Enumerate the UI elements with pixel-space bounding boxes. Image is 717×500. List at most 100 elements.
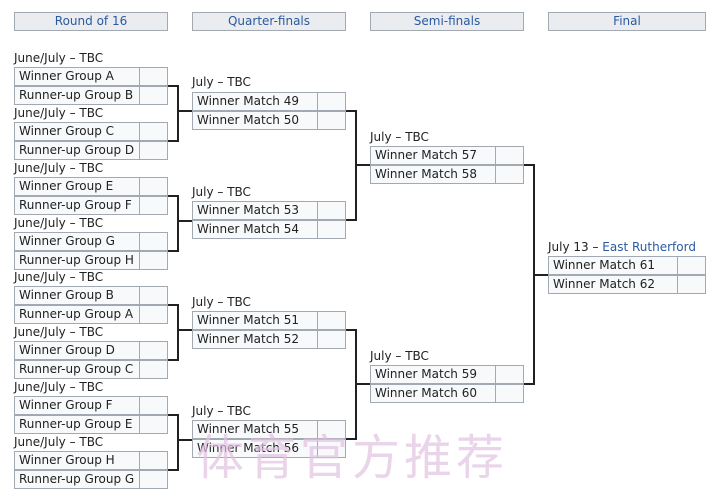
team-row: Winner Match 62	[548, 275, 706, 294]
team-row: Winner Group F	[14, 396, 168, 415]
team-name: Runner-up Group G	[19, 472, 135, 486]
team-row: Runner-up Group G	[14, 470, 168, 489]
score-cell	[495, 147, 523, 164]
match-date: June/July – TBC	[14, 325, 104, 339]
score-cell	[495, 166, 523, 183]
team-row: Winner Match 51	[192, 311, 346, 330]
score-cell	[139, 123, 167, 140]
match-date: July – TBC	[192, 75, 251, 89]
score-cell	[317, 93, 345, 110]
team-name: Winner Match 57	[375, 148, 477, 162]
team-row: Runner-up Group E	[14, 415, 168, 434]
team-row: Runner-up Group C	[14, 360, 168, 379]
team-name: Winner Match 59	[375, 367, 477, 381]
team-name: Winner Group H	[19, 453, 115, 467]
team-name: Winner Match 61	[553, 258, 655, 272]
round-header-round-of-16: Round of 16	[14, 12, 168, 31]
team-name: Runner-up Group F	[19, 198, 132, 212]
team-row: Winner Match 54	[192, 220, 346, 239]
team-name: Winner Group E	[19, 179, 114, 193]
match-date: June/July – TBC	[14, 161, 104, 175]
team-row: Winner Match 50	[192, 111, 346, 130]
team-name: Winner Match 52	[197, 332, 299, 346]
match-date: June/July – TBC	[14, 270, 104, 284]
team-row: Winner Group D	[14, 341, 168, 360]
team-row: Winner Group C	[14, 122, 168, 141]
score-cell	[139, 233, 167, 250]
team-name: Runner-up Group B	[19, 88, 134, 102]
match-date: June/July – TBC	[14, 106, 104, 120]
connector-r16-7-8	[168, 414, 192, 471]
match-date: June/July – TBC	[14, 435, 104, 449]
score-cell	[317, 221, 345, 238]
round-header-final: Final	[548, 12, 706, 31]
score-cell	[677, 257, 705, 274]
team-name: Runner-up Group E	[19, 417, 133, 431]
team-row: Winner Group A	[14, 67, 168, 86]
round-header-semi-finals: Semi-finals	[370, 12, 524, 31]
score-cell	[317, 331, 345, 348]
team-row: Winner Match 61	[548, 256, 706, 275]
match-date: June/July – TBC	[14, 51, 104, 65]
match-date: July – TBC	[192, 404, 251, 418]
score-cell	[317, 421, 345, 438]
team-name: Winner Match 56	[197, 441, 299, 455]
team-name: Winner Match 53	[197, 203, 299, 217]
score-cell	[317, 440, 345, 457]
team-row: Runner-up Group H	[14, 251, 168, 270]
score-cell	[139, 452, 167, 469]
team-name: Winner Match 49	[197, 94, 299, 108]
team-row: Winner Match 58	[370, 165, 524, 184]
team-name: Runner-up Group H	[19, 253, 134, 267]
team-row: Winner Group B	[14, 286, 168, 305]
team-name: Winner Group A	[19, 69, 114, 83]
match-date: July – TBC	[192, 185, 251, 199]
team-row: Winner Match 49	[192, 92, 346, 111]
round-header-quarter-finals: Quarter-finals	[192, 12, 346, 31]
connector-qf-1-2	[346, 110, 370, 221]
team-row: Winner Match 52	[192, 330, 346, 349]
score-cell	[317, 312, 345, 329]
score-cell	[495, 385, 523, 402]
match-date: June/July – TBC	[14, 380, 104, 394]
team-name: Winner Match 54	[197, 222, 299, 236]
team-name: Runner-up Group C	[19, 362, 134, 376]
score-cell	[317, 202, 345, 219]
venue-link[interactable]: East Rutherford	[602, 240, 696, 254]
score-cell	[139, 68, 167, 85]
team-name: Winner Match 55	[197, 422, 299, 436]
score-cell	[677, 276, 705, 293]
score-cell	[139, 397, 167, 414]
team-name: Winner Match 51	[197, 313, 299, 327]
connector-sf-1-2	[524, 164, 548, 385]
watermark-text: 体育官方推荐	[196, 430, 509, 486]
score-cell	[139, 142, 167, 159]
score-cell	[139, 471, 167, 488]
connector-qf-3-4	[346, 329, 370, 440]
team-name: Winner Group F	[19, 398, 113, 412]
score-cell	[139, 178, 167, 195]
team-name: Winner Match 60	[375, 386, 477, 400]
final-date: July 13 –	[548, 240, 603, 254]
connector-r16-1-2	[168, 85, 192, 142]
score-cell	[139, 361, 167, 378]
score-cell	[139, 252, 167, 269]
team-row: Winner Match 59	[370, 365, 524, 384]
team-row: Winner Match 55	[192, 420, 346, 439]
team-row: Winner Match 56	[192, 439, 346, 458]
team-name: Winner Group D	[19, 343, 115, 357]
score-cell	[139, 197, 167, 214]
match-date: July – TBC	[192, 295, 251, 309]
score-cell	[139, 87, 167, 104]
team-name: Winner Match 50	[197, 113, 299, 127]
team-row: Runner-up Group A	[14, 305, 168, 324]
score-cell	[139, 306, 167, 323]
connector-r16-5-6	[168, 304, 192, 361]
team-row: Runner-up Group D	[14, 141, 168, 160]
team-row: Winner Match 53	[192, 201, 346, 220]
team-row: Winner Group E	[14, 177, 168, 196]
match-date: July – TBC	[370, 349, 429, 363]
team-name: Winner Group C	[19, 124, 115, 138]
team-row: Winner Match 57	[370, 146, 524, 165]
